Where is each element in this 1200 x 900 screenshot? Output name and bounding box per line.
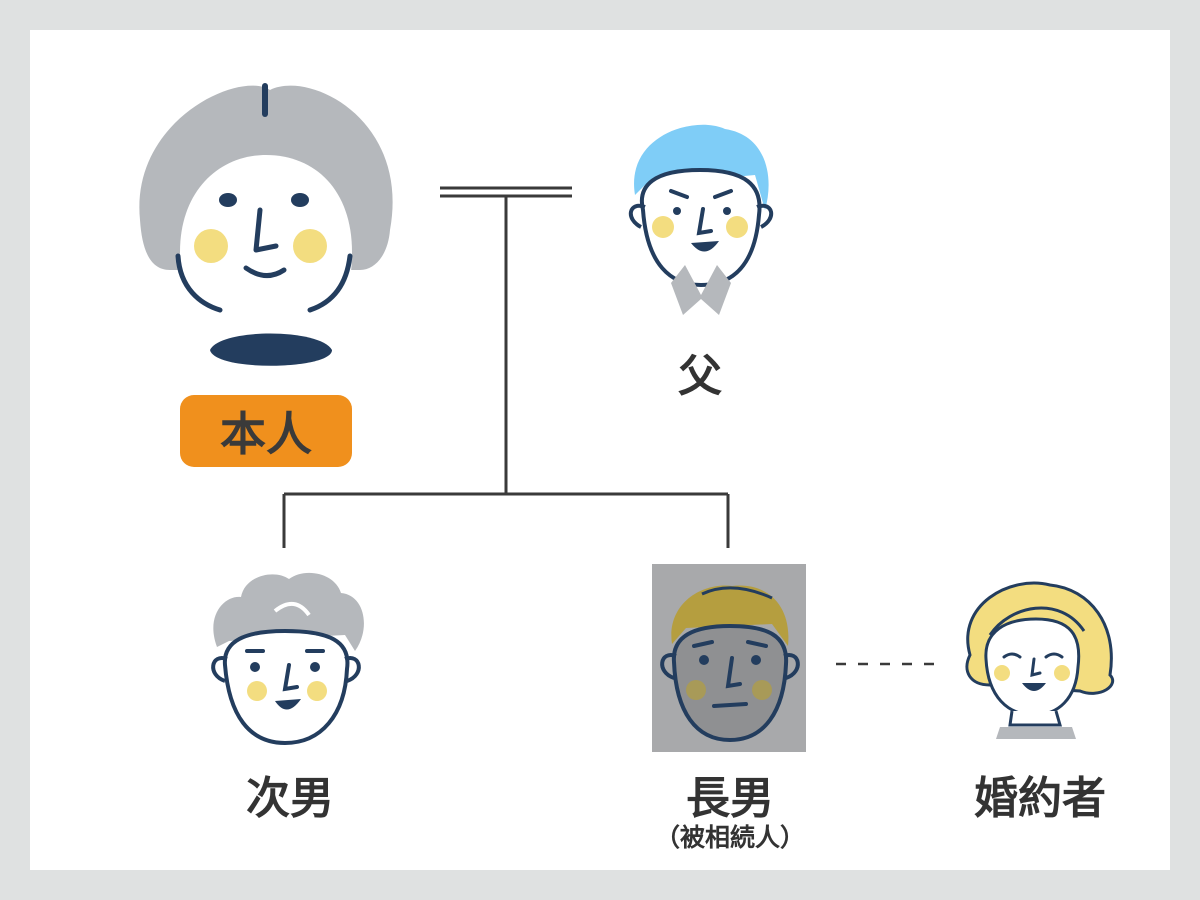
eldest-son-portrait [652,564,806,752]
eldest-son-note: （被相続人） [654,823,805,852]
second-son-label: 次男 [246,773,334,824]
self-badge: 本人 [180,395,352,467]
spouse-label: 父 [678,351,722,402]
grandfather-face-icon [629,124,773,315]
woman-face-icon [965,581,1114,739]
curly-haired-man-face-icon [211,572,364,746]
eldest-son-label: 長男 [686,773,774,824]
grandmother-face-icon [139,83,393,366]
self-label: 本人 [220,407,312,461]
deceased-man-face-icon [660,585,800,743]
fiancee-label: 婚約者 [974,773,1106,824]
